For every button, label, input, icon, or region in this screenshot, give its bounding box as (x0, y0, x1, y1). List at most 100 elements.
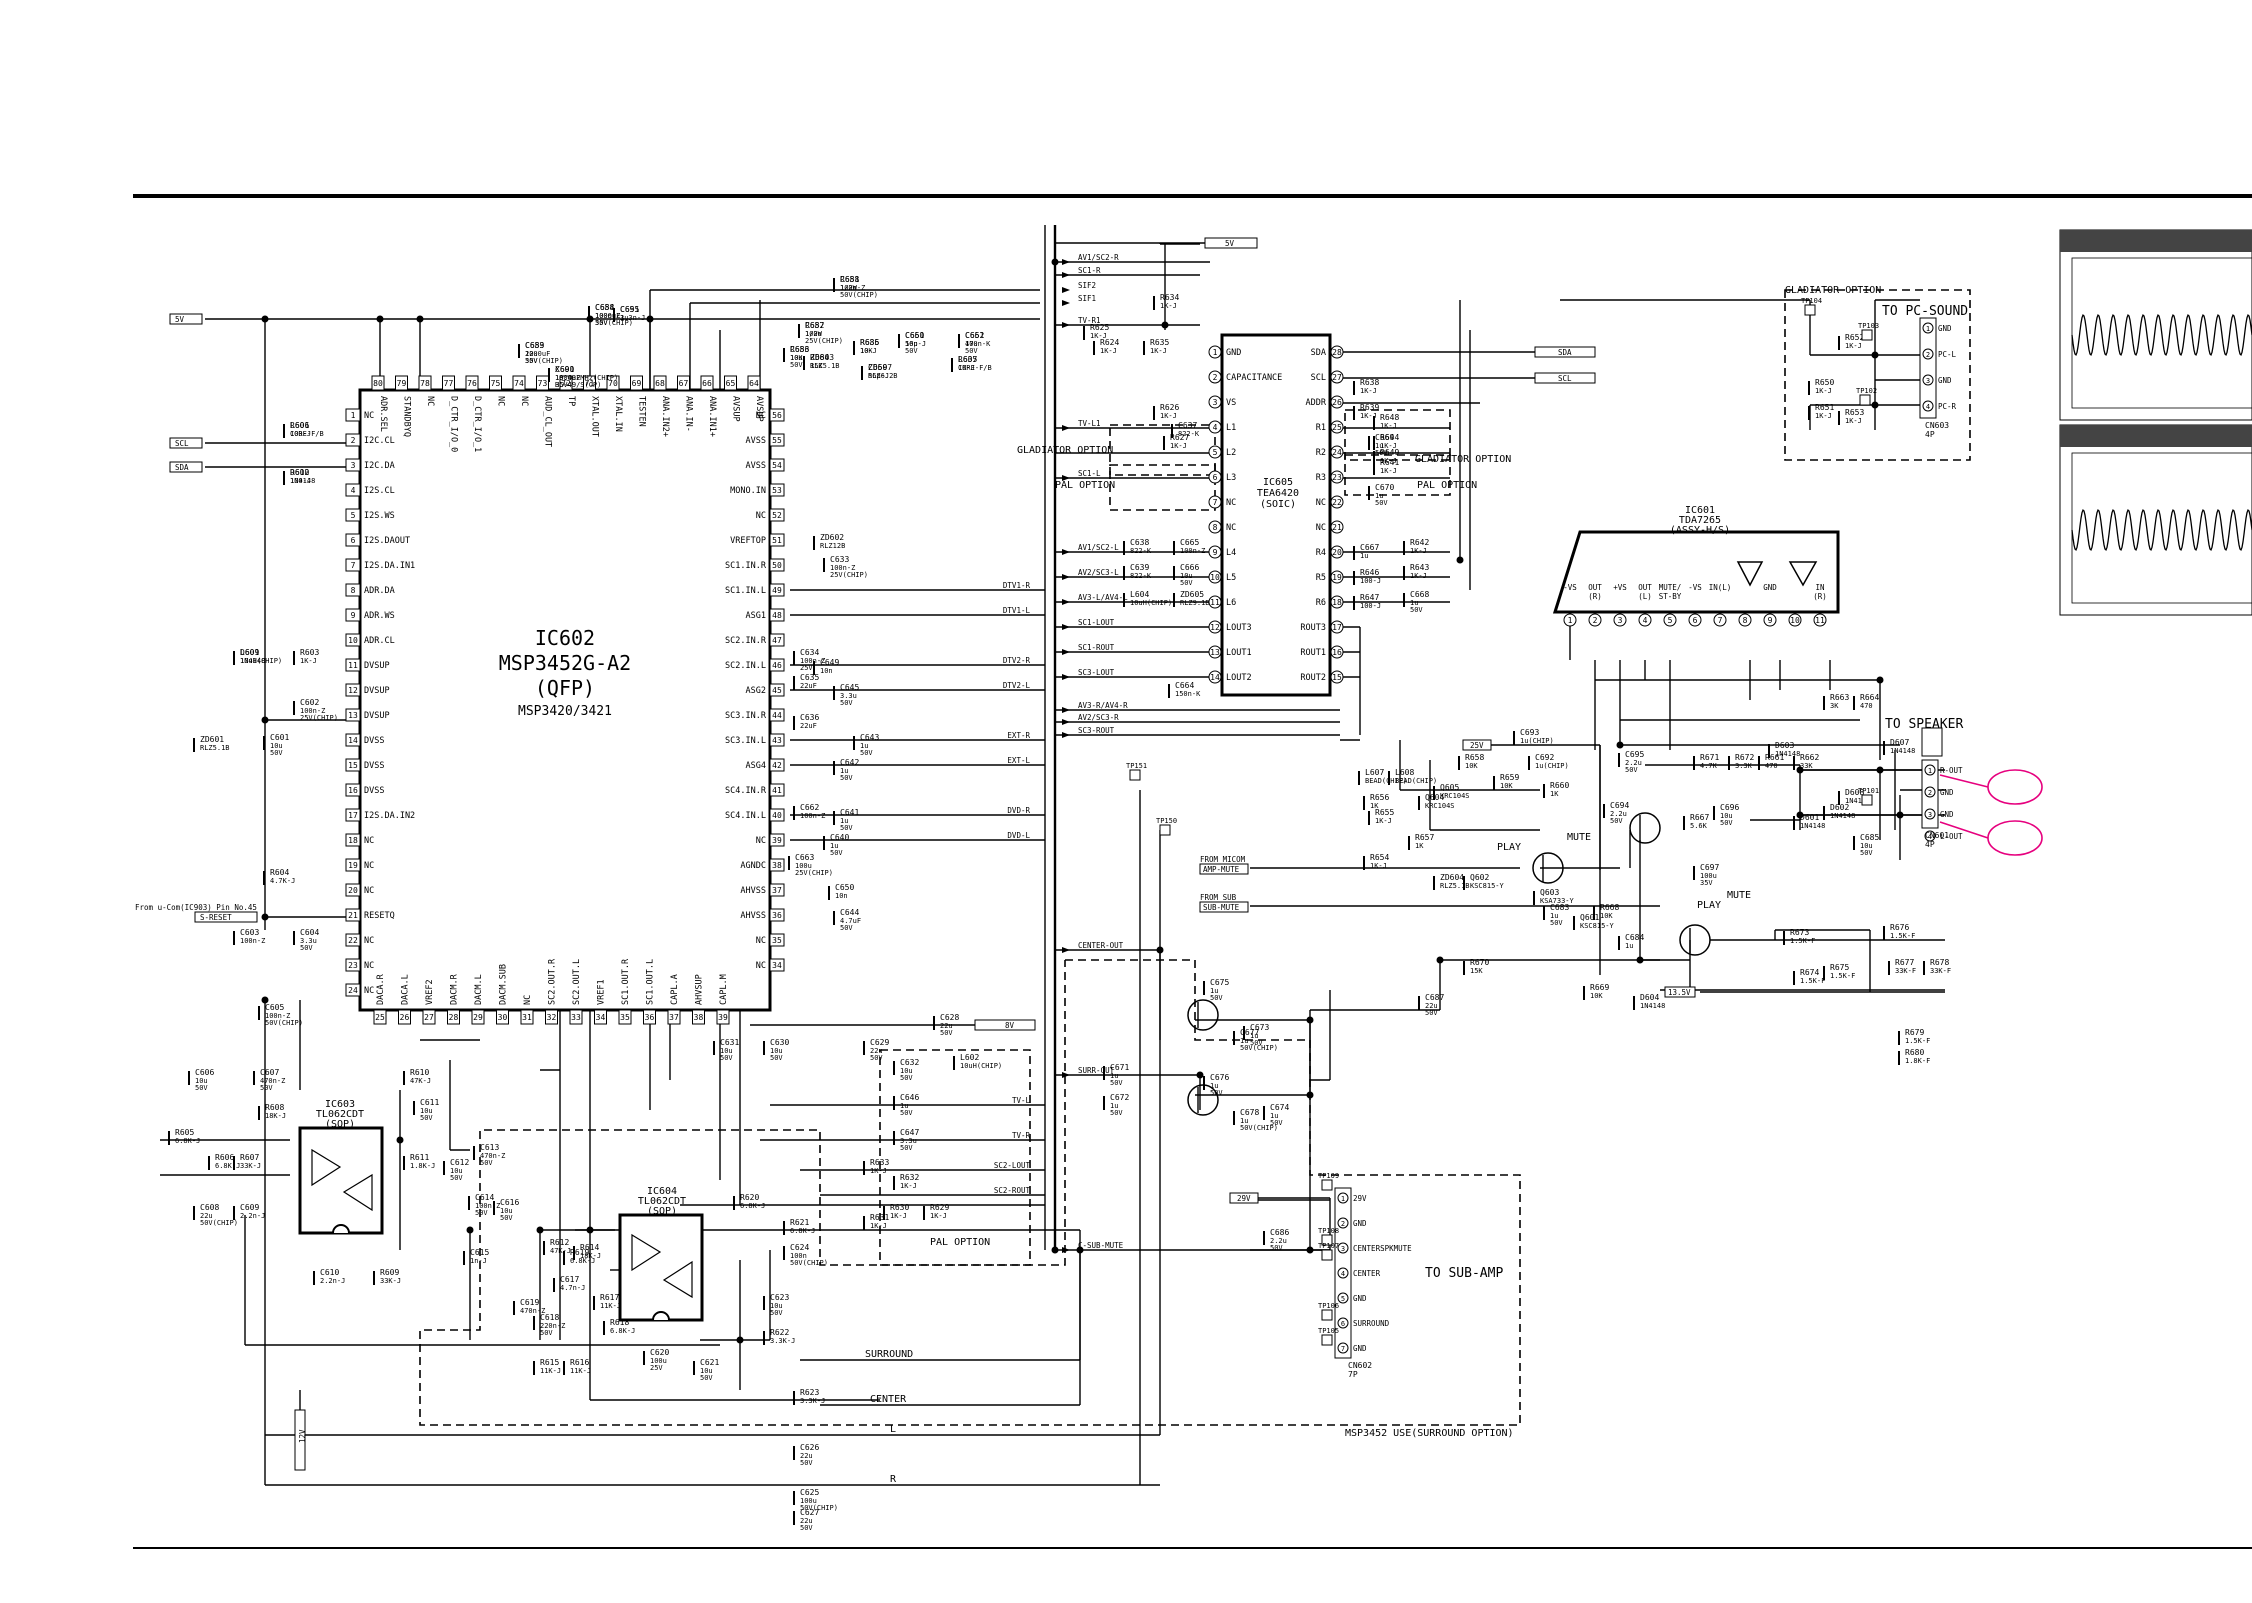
component-value: 2.2u (1270, 1237, 1287, 1245)
bus-label: AV1/SC2-R (1078, 253, 1119, 262)
msp-pin-number: 66 (702, 379, 712, 388)
msp-pin-name: VREFTOP (730, 536, 766, 546)
component-value: 100-J (1360, 577, 1381, 585)
tea-pin (1330, 370, 1344, 384)
msp-pin-number: 77 (444, 379, 454, 388)
connector-pin (1924, 830, 1936, 842)
component-value: KRC104S (1440, 792, 1470, 800)
annotation-mark-rout (1987, 769, 2043, 805)
component-ref: R676 (1890, 923, 1909, 932)
msp-pin-number: 23 (348, 961, 358, 970)
component-value: 1K-J (870, 1167, 887, 1175)
msp-pin-box (489, 375, 502, 391)
bus-arrow (1062, 574, 1070, 580)
tda-pin-name: OUT (1638, 583, 1652, 592)
input-signal-label: DTV1-L (1003, 606, 1031, 615)
msp-pin-name: AVSS (746, 461, 766, 471)
component-ref: R648 (1380, 413, 1399, 422)
component-ref: C660 (905, 331, 924, 340)
component-value: 1K-J (1160, 412, 1177, 420)
bus-label: AV1/SC2-L (1078, 543, 1119, 552)
component-ref: ZD605 (1180, 590, 1204, 599)
msp-pin-box (345, 683, 361, 697)
junctions (261, 258, 1904, 1344)
component-ref: R661 (1765, 753, 1784, 762)
component-value: 47K-J (410, 1077, 431, 1085)
msp-pin-number: 44 (772, 711, 782, 720)
msp-pin-box (447, 1009, 460, 1025)
tda-pin-number: 3 (1618, 616, 1623, 625)
msp-pin-box (769, 483, 785, 497)
component-ref: C689 (525, 341, 544, 350)
msp-pin-name: SC4.IN.R (725, 786, 767, 796)
component-ref: C685 (1860, 833, 1879, 842)
tea-pin (1208, 670, 1222, 684)
component-value: HC-49/S(CP) (555, 381, 601, 389)
component-value: 50V (720, 1054, 733, 1062)
tea-pin-name: R2 (1316, 448, 1326, 458)
connector-pin-number: 7 (1341, 1345, 1345, 1353)
msp-pin-number: 48 (772, 611, 782, 620)
msp-pin-name: DVSS (364, 786, 384, 796)
label-pal-2: PAL OPTION (1417, 480, 1477, 491)
msp-pin-name: NC (425, 396, 435, 406)
component-value: 100n-Z (240, 937, 265, 945)
msp-pin-number: 43 (772, 736, 782, 745)
component-value: 50V (965, 347, 978, 355)
component-ref: C631 (720, 1038, 739, 1047)
msp-pin-number: 10 (348, 636, 358, 645)
tea-pin-number: 5 (1213, 448, 1218, 457)
msp-pin-box (559, 375, 573, 391)
msp-pin-name: ADR.CL (364, 636, 395, 646)
ic601-pkg: (ASSY-H/S) (1670, 525, 1730, 536)
component-ref: C666 (1180, 563, 1199, 572)
msp-pin-number: 72 (561, 379, 571, 388)
component-value: RLZ12B (820, 542, 845, 550)
component-ref: R649 (1380, 448, 1399, 457)
component-ref: C639 (1130, 563, 1149, 572)
net-reset: S-RESET (200, 913, 232, 922)
net-5v-top: 5V (1225, 239, 1235, 248)
testpoint-box (1861, 329, 1873, 341)
tea-pin-name: R1 (1316, 423, 1326, 433)
ic604-ref: IC604 (647, 1186, 677, 1197)
component-ref: C638 (1130, 538, 1149, 547)
component-value: 100u (795, 862, 812, 870)
msp-pin-name: NC (364, 986, 374, 996)
msp-pin-number: 34 (596, 1013, 606, 1022)
component-ref: ZD607 (868, 363, 892, 372)
tea-pin-number: 24 (1332, 448, 1342, 457)
component-ref: D610 (290, 468, 309, 477)
component-value: KSC815-Y (1470, 882, 1505, 890)
bus-label: TV-R1 (1078, 316, 1101, 325)
component-ref: R623 (800, 1388, 819, 1397)
component-ref: R657 (1415, 833, 1434, 842)
msp-pin-number: 7 (351, 561, 356, 570)
msp-pin-name: NC (364, 936, 374, 946)
connector-pin (1922, 348, 1934, 360)
component-value: 50V (1860, 849, 1873, 857)
component-ref: C628 (940, 1013, 959, 1022)
tea-pin (1208, 495, 1222, 509)
testpoint-box (1321, 1334, 1333, 1346)
tda-pin-number: 6 (1693, 616, 1698, 625)
component-value: 1.5K-F (1905, 1037, 1930, 1045)
tea-pin-number: 25 (1332, 423, 1342, 432)
msp-pin-box (422, 1009, 436, 1025)
component-ref: C605 (265, 1003, 284, 1012)
component-value: 6.8K-J (740, 1202, 765, 1210)
component-ref: C636 (800, 713, 819, 722)
msp-pin-number: 50 (772, 561, 782, 570)
component-value: 100n-Z (840, 284, 865, 292)
component-value: 33K-J (240, 1162, 261, 1170)
component-ref: R668 (1600, 903, 1619, 912)
msp-pin-name: NC (756, 961, 766, 971)
component-value: 4.7K (1700, 762, 1718, 770)
component-value: 50V (1110, 1109, 1123, 1117)
component-ref: C688 (595, 303, 614, 312)
msp-pin-box (345, 808, 361, 822)
tda-pin-number: 7 (1718, 616, 1723, 625)
spk-title: TO SPEAKER (1885, 717, 1963, 732)
component-value: 25V(CHIP) (805, 337, 843, 345)
